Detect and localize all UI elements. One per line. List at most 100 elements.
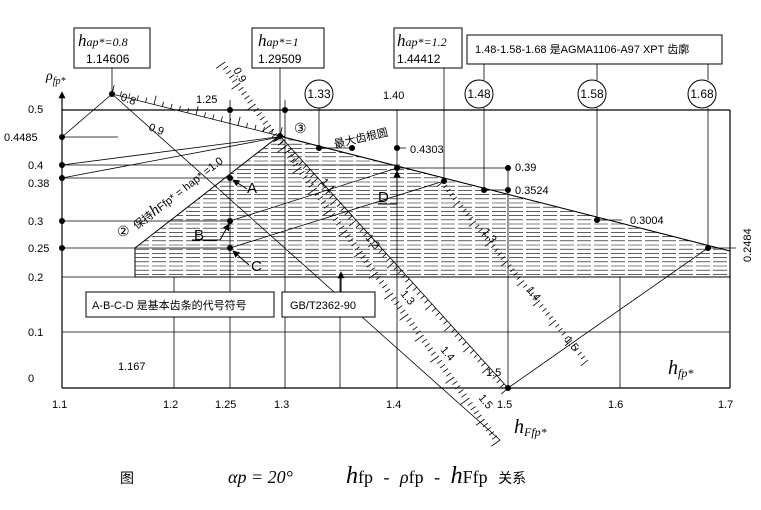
scale-tick	[330, 198, 338, 206]
scale-tick	[539, 303, 544, 308]
box-abcd-note: A-B-C-D 是基本齿条的代号符号	[85, 291, 275, 318]
scale-tick	[320, 200, 327, 205]
scale-tick	[446, 188, 451, 193]
svg-text:1.44412: 1.44412	[397, 52, 441, 66]
scale-tick	[452, 380, 458, 386]
scale-tick	[348, 238, 354, 243]
data-dot	[282, 107, 288, 113]
scale-tick	[336, 202, 342, 207]
scale-tick	[397, 270, 402, 275]
scale-tick	[311, 177, 319, 185]
scale-tick	[375, 275, 382, 281]
scale-tick	[279, 139, 285, 144]
value-label: 0.3004	[630, 215, 664, 227]
scale-tick	[427, 347, 434, 352]
scale-tick	[458, 337, 463, 342]
value-label: 0.3524	[515, 185, 549, 197]
scale-tick	[406, 282, 414, 290]
scale-tick	[580, 355, 586, 360]
caption-alpha: αp = 20°	[228, 467, 293, 487]
scale-tick	[120, 91, 123, 97]
scale-tick	[406, 317, 412, 323]
leader-lines	[111, 64, 736, 249]
data-dot	[109, 91, 115, 97]
scale-tick	[532, 300, 541, 307]
scale-tick	[412, 286, 418, 291]
value-label: 0.2484	[742, 228, 754, 262]
x-tick: 1.25	[215, 399, 236, 411]
scale-tick	[409, 322, 415, 327]
y-tick: 0.2	[28, 272, 43, 284]
scale-tick	[571, 343, 576, 348]
circle-label: 1.58	[580, 87, 604, 101]
y-tick: 0.25	[28, 243, 49, 255]
scale-tick	[476, 414, 482, 419]
scale-tick	[431, 307, 437, 312]
box-hap-0-8: hap*=0.8 1.14606	[73, 27, 151, 69]
scale-tick	[452, 200, 461, 207]
data-dot	[227, 245, 233, 251]
scale-tick	[561, 331, 566, 336]
scale-tick	[420, 295, 425, 300]
x-axis-title: hfp*	[668, 357, 693, 380]
scale-tick	[446, 372, 452, 377]
data-dot	[59, 218, 65, 224]
data-dot	[59, 245, 65, 251]
scale-tick	[564, 339, 573, 347]
scale-tick	[436, 359, 443, 365]
top-label: 1.40	[383, 90, 404, 102]
scale-tick	[354, 246, 360, 251]
scale-tick	[310, 173, 315, 178]
scale-tick	[222, 65, 229, 71]
top-label: 1.25	[196, 94, 217, 106]
scale-tick	[424, 343, 430, 348]
scale-tick	[314, 191, 320, 197]
scale-tick	[564, 335, 570, 340]
scale-tick	[394, 301, 400, 306]
grid-vertical	[173, 100, 621, 388]
scale-tick	[475, 418, 485, 426]
y-tick: 0	[28, 373, 34, 385]
grid-horizontal	[62, 136, 730, 333]
scale-tick	[513, 272, 518, 276]
scale-tick	[488, 431, 495, 436]
scale-tick	[545, 311, 550, 316]
scale-tick	[345, 233, 351, 239]
y-tick: 0.3	[28, 216, 43, 228]
plot-frame	[61, 96, 731, 389]
point-c: C	[251, 258, 262, 275]
scale-tick	[170, 103, 173, 109]
scale-tick	[425, 303, 433, 311]
caption-fig: 图	[120, 470, 134, 486]
scale-tick	[323, 204, 330, 209]
scale-tick	[485, 427, 492, 432]
scale-tick	[299, 170, 305, 176]
svg-text:hap*=1.2: hap*=1.2	[397, 31, 447, 50]
scale-tick	[367, 236, 372, 241]
scale-tick	[455, 385, 461, 390]
data-dot	[59, 134, 65, 140]
data-dot	[349, 145, 355, 151]
scale-tick	[268, 128, 275, 134]
scale-tick	[500, 260, 509, 267]
svg-text:1.14606: 1.14606	[86, 52, 130, 66]
scale-tick	[290, 158, 296, 163]
scale-tick	[494, 248, 499, 253]
scale-tick	[460, 397, 470, 405]
scale-tick	[231, 82, 241, 90]
scale-tick	[136, 95, 139, 101]
scale-tick	[516, 280, 525, 287]
scale-tick	[526, 288, 531, 292]
scale-tick	[475, 224, 480, 229]
scale-tick	[488, 370, 494, 375]
scale-tick	[368, 240, 376, 248]
value-label: 0.39	[515, 162, 536, 174]
scale-tick	[516, 276, 522, 280]
scale-tick	[399, 313, 409, 321]
scale-tick	[449, 192, 454, 197]
scale-tick	[382, 253, 387, 258]
x-tick: 1.2	[163, 399, 178, 411]
y-extra-label: 0.4485	[4, 132, 38, 144]
svg-text:1.29509: 1.29509	[258, 52, 302, 66]
scale-tick	[510, 268, 515, 272]
